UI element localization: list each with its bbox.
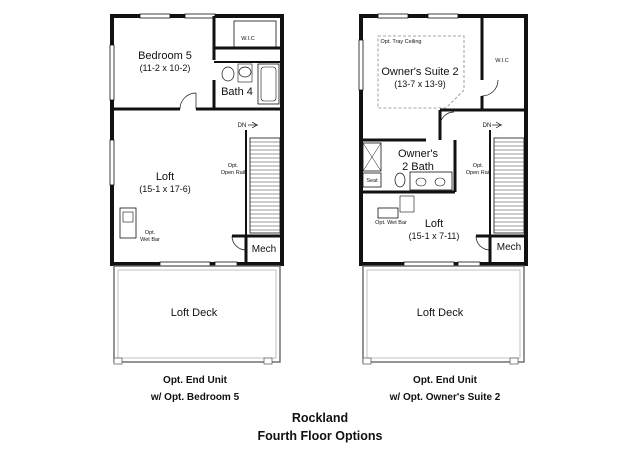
right-dn-label: DN [483,123,492,129]
right-wet-bar-label: Opt. Wet Bar [375,220,407,226]
right-wic-label: W.I.C [495,58,508,64]
left-loft-dim: (15-1 x 17-6) [139,184,191,194]
right-loft-dim: (15-1 x 7-11) [409,231,460,241]
right-open-rail-label-2: Open Rail [466,170,490,176]
right-seat-label: Seat [366,178,378,184]
left-open-rail-label-1: Opt. [228,163,239,169]
right-suite-label: Owner's Suite 2 [381,66,458,78]
right-floor-plan: Opt. Tray Ceiling Owner's Suite 2 (13-7 … [358,13,528,365]
right-caption-line-2: w/ Opt. Owner's Suite 2 [389,392,501,403]
right-deck [362,265,525,363]
left-deck [113,265,281,363]
plan-subtitle: Fourth Floor Options [257,429,383,443]
left-loft-label: Loft [156,171,174,183]
plan-title: Rockland [291,411,349,425]
right-mech-label: Mech [497,242,521,253]
right-caption-line-1: Opt. End Unit [413,375,477,386]
left-dn-label: DN [238,123,247,129]
right-deck-label: Loft Deck [417,307,464,319]
left-bedroom-dim: (11-2 x 10-2) [140,63,191,73]
right-caption: Opt. End Unit w/ Opt. Owner's Suite 2 [360,372,530,406]
right-open-rail-label-1: Opt. [473,163,484,169]
left-wet-bar-label-2: Wet Bar [140,237,160,243]
left-caption-line-1: Opt. End Unit [163,375,227,386]
left-wet-bar-label-1: Opt. [145,230,156,236]
left-wic-label: W.I.C [241,36,254,42]
right-tray-label: Opt. Tray Ceiling [381,39,422,45]
left-bath-label: Bath 4 [221,86,253,98]
left-floor-plan: Bedroom 5 (11-2 x 10-2) W.I.C Bath 4 DN … [109,13,284,365]
left-deck-label: Loft Deck [171,307,218,319]
left-bedroom-label: Bedroom 5 [138,50,192,62]
right-bath-label-2: 2 Bath [402,161,434,173]
right-bath-label-1: Owner's [398,148,438,160]
right-suite-dim: (13-7 x 13-9) [394,79,446,89]
left-mech-label: Mech [252,244,276,255]
left-open-rail-label-2: Open Rail [221,170,245,176]
left-caption-line-2: w/ Opt. Bedroom 5 [150,392,240,403]
left-caption: Opt. End Unit w/ Opt. Bedroom 5 [120,372,270,406]
right-loft-label: Loft [425,218,443,230]
